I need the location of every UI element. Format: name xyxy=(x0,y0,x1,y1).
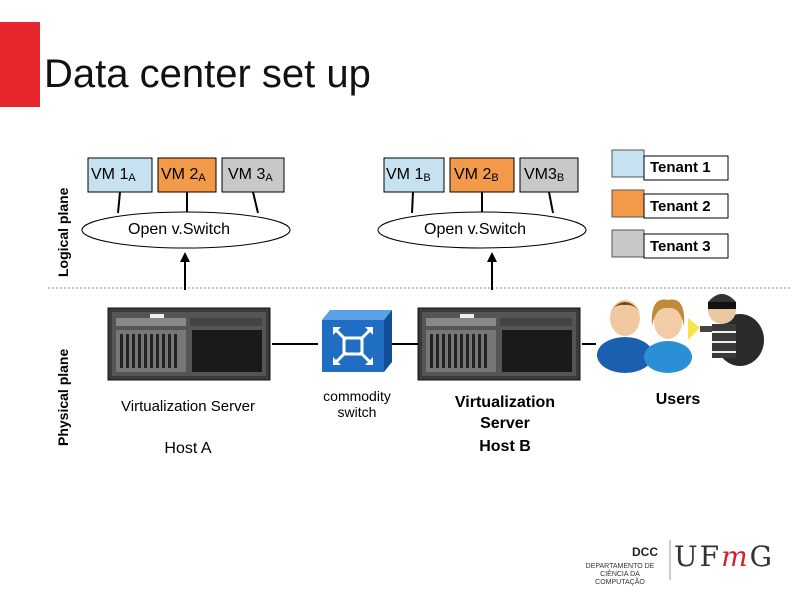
host-a-label: Host A xyxy=(164,440,212,457)
server-b-caption: Virtualization Server xyxy=(454,394,556,432)
red-accent-bar xyxy=(0,22,40,107)
vm-label-1a: VM 1A xyxy=(91,166,136,184)
vm-box-3b[interactable] xyxy=(519,157,579,193)
host-b-label: Host B xyxy=(479,438,531,455)
tenant-1-label: Tenant 1 xyxy=(650,159,711,176)
tenant-2-label: Tenant 2 xyxy=(650,198,711,215)
ufmg-logo: UFmG xyxy=(674,540,774,573)
server-a-icon[interactable] xyxy=(107,307,271,381)
server-a-caption: Virtualization Server xyxy=(121,398,255,415)
ovs-label-a: Open v.Switch xyxy=(128,221,230,238)
vm-label-2b: VM 2B xyxy=(454,166,499,184)
dcc-logo-subtitle: DEPARTAMENTO DE CIÊNCIA DA COMPUTAÇÃO xyxy=(585,563,655,586)
tenant-3-label: Tenant 3 xyxy=(650,238,711,255)
vm-label-2a: VM 2A xyxy=(161,166,206,184)
ovs-label-b: Open v.Switch xyxy=(424,221,526,238)
dcc-logo: DCC xyxy=(632,545,658,559)
tenant-1-swatch xyxy=(611,149,645,178)
tenant-2-swatch xyxy=(611,189,645,218)
vm-box-2a[interactable] xyxy=(157,157,217,193)
switch-icon[interactable] xyxy=(322,310,392,372)
page-title: Data center set up xyxy=(44,52,371,96)
vm-box-2b[interactable] xyxy=(449,157,515,193)
commodity-switch-label: commodity switch xyxy=(323,388,391,420)
users-icon xyxy=(597,299,692,373)
server-b-icon[interactable] xyxy=(417,307,581,381)
vm-label-3b: VM3B xyxy=(524,166,565,184)
thief-icon xyxy=(688,294,764,366)
vm-label-3a: VM 3A xyxy=(228,166,273,184)
vm-label-1b: VM 1B xyxy=(386,166,431,184)
tenant-3-swatch xyxy=(611,229,645,258)
vm-box-1b[interactable] xyxy=(383,157,445,193)
vm-box-3a[interactable] xyxy=(221,157,285,193)
users-label: Users xyxy=(655,391,701,408)
